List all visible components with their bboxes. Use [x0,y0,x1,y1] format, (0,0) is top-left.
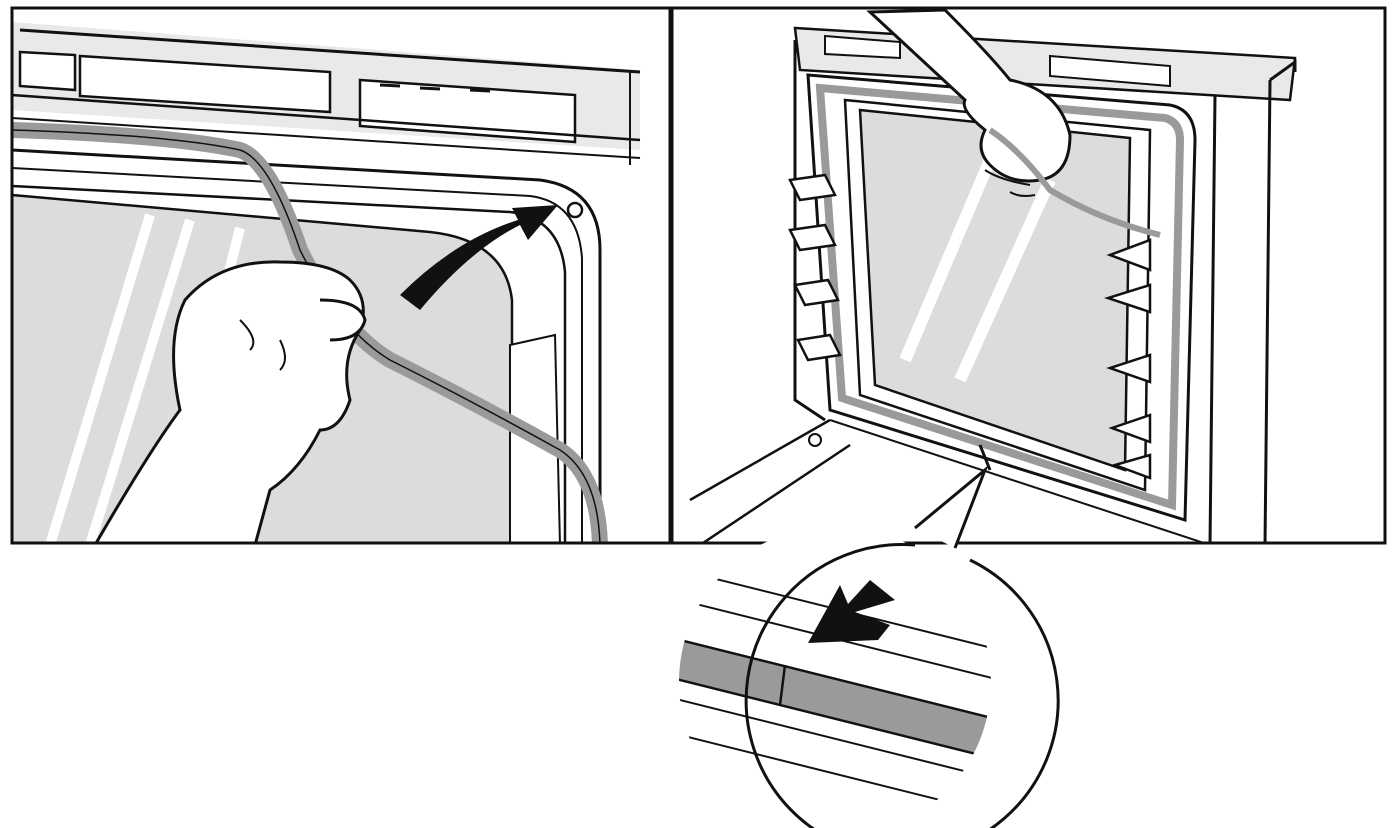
left-panel [12,22,641,543]
seal-clips-right [1103,238,1152,480]
door-hinge-hole [808,433,822,447]
right-panel [689,8,1297,543]
oven-door-frame [12,148,602,543]
oven-control-panel [12,22,641,165]
curved-arrow-icon [400,205,558,310]
pull-direction-arrow-icon [808,580,895,643]
seal-joint-marker [978,444,992,471]
right-panel-border [670,6,1387,545]
oven-cavity-frame [689,40,1297,543]
hand-pulling-seal [94,260,367,543]
hand-fitting-seal [866,8,1161,238]
seal-hook-hole [566,201,584,219]
seal-clips-left [788,173,842,362]
detail-callout [679,465,1060,828]
left-panel-border [10,6,672,545]
